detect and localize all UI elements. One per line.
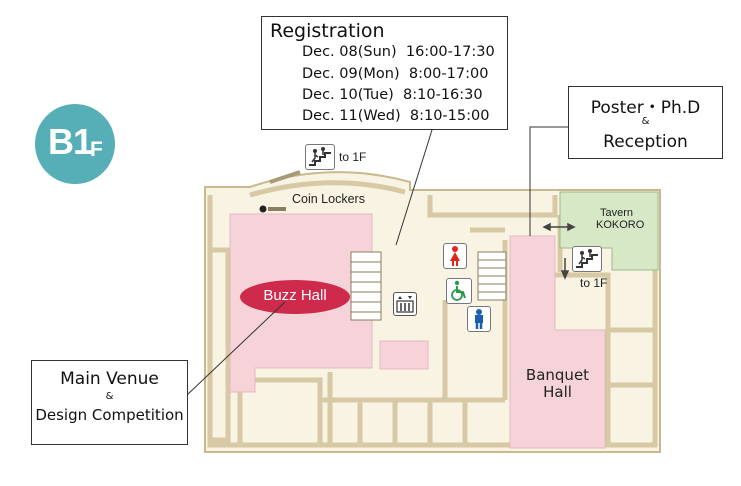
direction-arrows [542, 222, 576, 280]
banquet-hall-label: Banquet Hall [510, 367, 605, 401]
registration-time: 8:10-15:00 [409, 108, 490, 124]
banquet-hall-area [509, 235, 606, 449]
female-restroom-icon [443, 243, 467, 269]
elevator-icon [393, 292, 417, 316]
main-venue-callout: Main Venue & Design Competition [31, 360, 188, 445]
buzz-hall-label: Buzz Hall [263, 287, 327, 304]
floor-badge-label: B1 [48, 121, 93, 162]
poster-callout-line1: Poster・Ph.D [590, 98, 701, 118]
registration-row: Dec. 08(Sun) 16:00-17:30 [302, 44, 495, 60]
to-1f-top-label: to 1F [339, 150, 367, 164]
registration-title: Registration [270, 20, 385, 42]
locker-dot [259, 205, 267, 213]
poster-callout-amp: & [641, 116, 650, 127]
banquet-hall-label-line1: Banquet [525, 366, 590, 384]
floor-badge: B1 F [35, 104, 115, 184]
locker-bar [268, 207, 286, 211]
callout-leaders [186, 126, 568, 396]
registration-date: Dec. 11(Wed) [302, 108, 401, 124]
male-restroom-icon [467, 306, 491, 332]
tavern-label-line2: KOKORO [596, 219, 645, 231]
floor-badge-suffix: F [90, 138, 103, 161]
poster-reception-callout: Poster・Ph.D & Reception [568, 86, 723, 159]
staircases [269, 170, 507, 321]
coin-lockers-label: Coin Lockers [292, 192, 365, 206]
small-pink-room [379, 340, 429, 370]
registration-date: Dec. 10(Tue) [302, 87, 394, 103]
stairs-icon [305, 144, 335, 170]
stairs-icon [572, 246, 602, 272]
registration-date: Dec. 09(Mon) [302, 66, 400, 82]
registration-time: 8:10-16:30 [403, 87, 483, 103]
registration-time: 8:00-17:00 [408, 66, 489, 82]
banquet-hall-label-line2: Hall [543, 383, 572, 401]
registration-row: Dec. 10(Tue) 8:10-16:30 [302, 87, 483, 103]
buzz-hall-marker [240, 280, 350, 314]
to-1f-right-label: to 1F [580, 276, 608, 290]
main-callout-line2: Design Competition [35, 406, 184, 424]
registration-time: 16:00-17:30 [405, 44, 495, 60]
poster-callout-line2: Reception [603, 132, 688, 152]
main-callout-amp: & [105, 391, 114, 402]
registration-row: Dec. 09(Mon) 8:00-17:00 [302, 66, 488, 82]
accessible-restroom-icon [446, 278, 472, 304]
registration-row: Dec. 11(Wed) 8:10-15:00 [302, 108, 489, 124]
registration-callout: Registration Dec. 08(Sun) 16:00-17:30 De… [261, 16, 508, 130]
tavern-area [559, 191, 659, 271]
main-callout-line1: Main Venue [60, 369, 159, 389]
registration-date: Dec. 08(Sun) [302, 44, 397, 60]
tavern-label-line1: Tavern [600, 207, 634, 219]
